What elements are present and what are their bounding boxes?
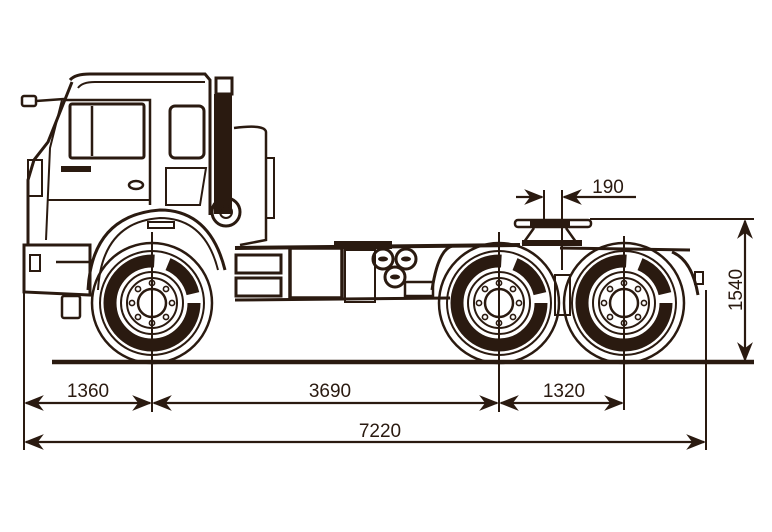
mirror-icon <box>20 94 65 108</box>
dim-wheelbase: 3690 <box>309 381 351 402</box>
dim-fifth-wheel-offset: 190 <box>592 177 624 198</box>
fifth-wheel <box>513 218 593 316</box>
truck-drawing <box>20 72 704 363</box>
chassis-frame <box>234 241 704 303</box>
dim-fifth-wheel-height: 1540 <box>726 269 747 311</box>
extension-lines <box>23 190 754 450</box>
air-tanks <box>371 247 418 289</box>
dim-overall-length: 7220 <box>359 421 401 442</box>
dim-rear-axle-spacing: 1320 <box>543 381 585 402</box>
dim-front-overhang: 1360 <box>67 381 109 402</box>
exhaust-stack <box>210 76 275 247</box>
cab <box>22 72 227 320</box>
dimension-lines <box>24 189 753 450</box>
